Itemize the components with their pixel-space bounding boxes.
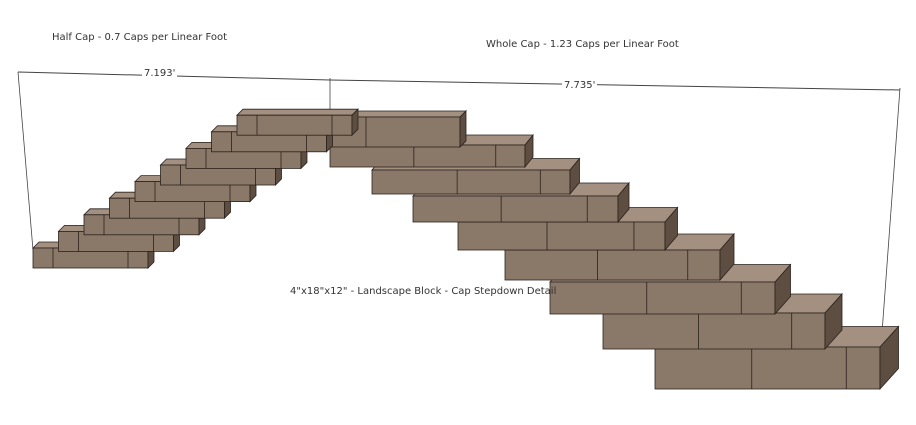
block-side-face [459, 110, 467, 148]
dimension-line [329, 79, 901, 91]
half-cap-label: Half Cap - 0.7 Caps per Linear Foot [52, 32, 228, 43]
block-front-face [236, 114, 353, 136]
block-side-face [617, 181, 630, 224]
left-step-row [236, 108, 359, 137]
extension-line [879, 87, 901, 361]
left-dimension-value: 7.193' [142, 68, 178, 79]
block-front-face [371, 169, 571, 195]
block-side-face [664, 206, 678, 252]
right-dimension-value: 7.735' [562, 80, 598, 91]
block-side-face [351, 108, 359, 137]
extension-line [17, 71, 34, 251]
block-side-face [719, 232, 735, 282]
block-side-face [569, 157, 580, 196]
block-front-face [412, 195, 619, 223]
block-side-face [879, 325, 899, 391]
block-side-face [774, 263, 791, 316]
wall-blocks [32, 108, 900, 391]
detail-title: 4"x18"x12" - Landscape Block - Cap Stepd… [290, 286, 557, 297]
block-side-face [824, 292, 843, 351]
whole-cap-label: Whole Cap - 1.23 Caps per Linear Foot [486, 39, 679, 50]
block-front-face [549, 281, 776, 315]
block-top-face [236, 108, 359, 116]
block-side-face [524, 133, 534, 169]
